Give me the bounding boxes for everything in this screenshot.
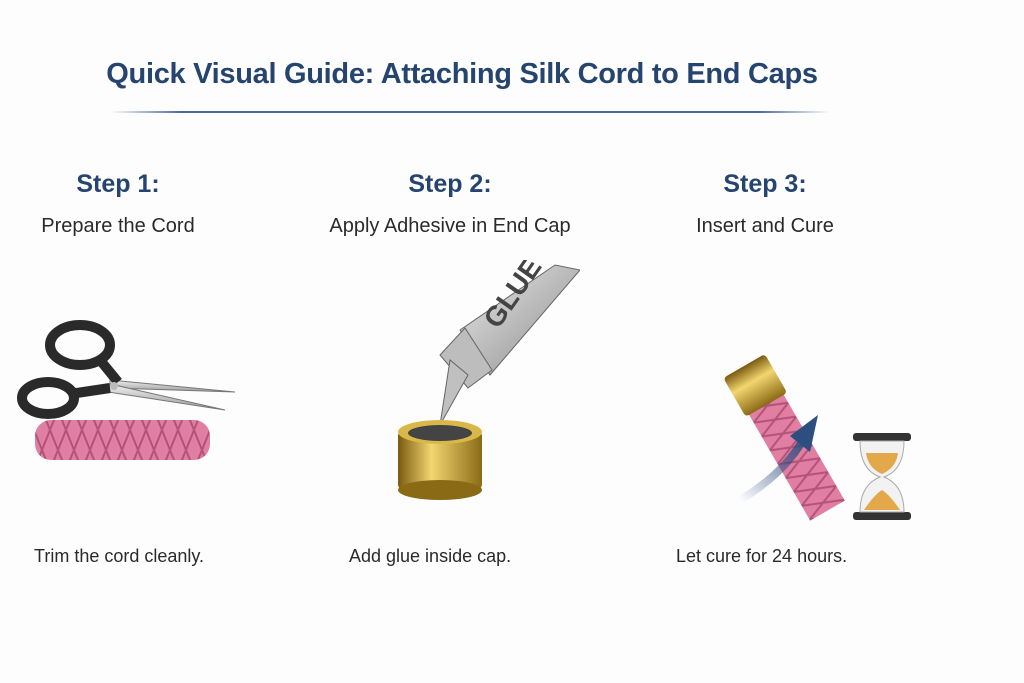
step-heading: Step 2:	[408, 170, 492, 198]
glue-tube-icon: GLUE	[439, 260, 580, 426]
page-title: Quick Visual Guide: Attaching Silk Cord …	[106, 58, 818, 90]
hourglass-icon	[853, 433, 911, 520]
step-1: Step 1: Prepare the Cord	[0, 170, 278, 238]
step-3: Step 3: Insert and Cure	[605, 170, 925, 238]
step-heading: Step 3:	[723, 170, 807, 198]
scissors-icon	[17, 320, 236, 419]
glue-and-cap-illustration: GLUE	[398, 260, 580, 500]
scissors-and-cord-illustration	[17, 320, 236, 460]
insert-and-cure-illustration	[724, 355, 911, 521]
end-cap	[398, 420, 482, 500]
step-3-caption: Let cure for 24 hours.	[676, 546, 848, 566]
step-1-caption: Trim the cord cleanly.	[34, 546, 205, 566]
step-subtitle: Prepare the Cord	[41, 215, 195, 237]
step-subtitle: Insert and Cure	[696, 215, 834, 237]
step-2-caption: Add glue inside cap.	[349, 546, 512, 566]
step-heading: Step 1:	[76, 170, 160, 198]
step-2: Step 2: Apply Adhesive in End Cap	[290, 170, 610, 238]
step-subtitle: Apply Adhesive in End Cap	[329, 215, 571, 237]
braided-cord	[35, 420, 210, 460]
title-divider	[110, 111, 830, 113]
